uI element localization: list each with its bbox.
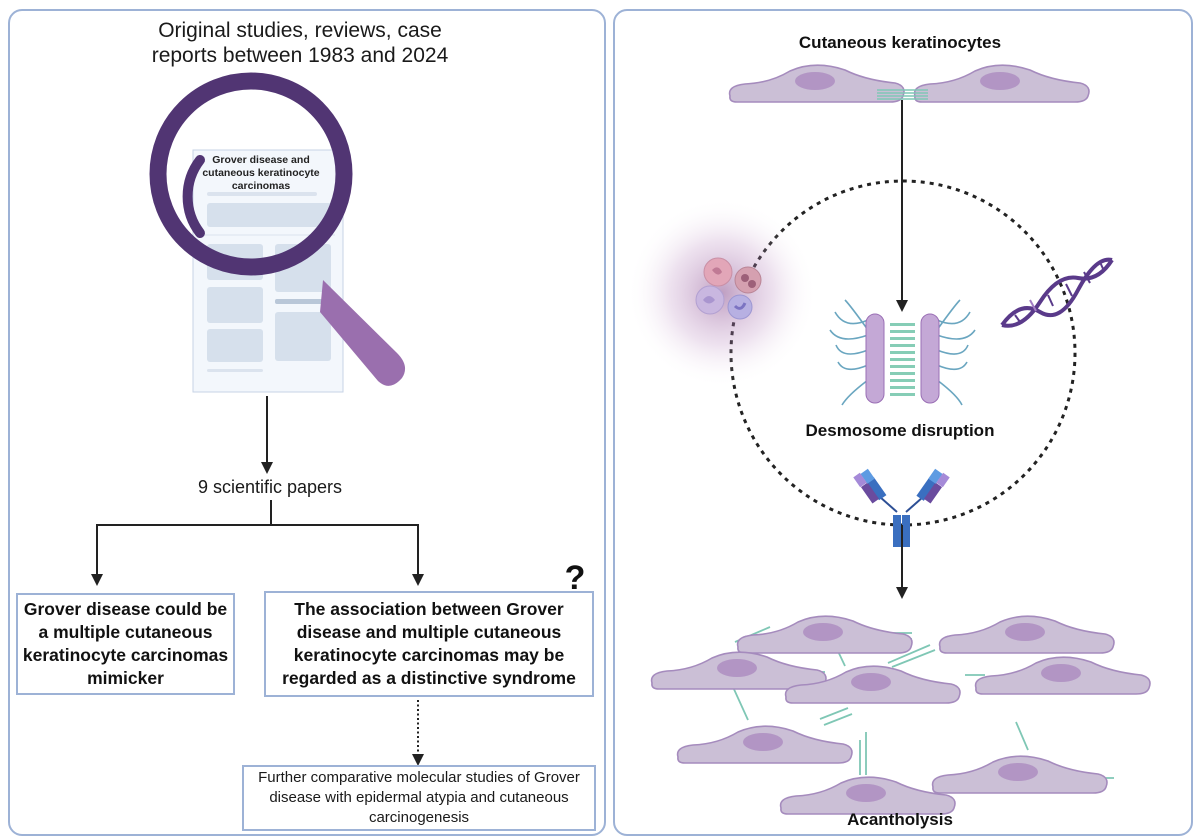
magnifier-glint — [182, 155, 205, 238]
keratinocytes-label: Cutaneous keratinocytes — [798, 33, 1002, 52]
acantholytic-cell — [779, 776, 956, 815]
outcome-mimicker-text: Grover disease could be a multiple cutan… — [22, 599, 229, 688]
acantholytic-cell — [650, 651, 827, 690]
papers-count-label: 9 scientific papers — [197, 477, 343, 497]
literature-header: Original studies, reviews, case reports … — [40, 18, 560, 68]
dna-icon — [1000, 257, 1114, 328]
magnifier-ring — [149, 72, 353, 276]
outcome-mimicker-box: Grover disease could be a multiple cutan… — [16, 593, 235, 695]
outcome-syndrome-box: The association between Grover disease a… — [264, 591, 594, 697]
left-panel — [8, 9, 606, 836]
acantholytic-cell — [938, 615, 1115, 654]
document-title-line-1: Grover disease and — [212, 154, 310, 166]
acantholytic-cell — [736, 615, 913, 654]
magnifier-icon — [149, 72, 406, 386]
desmosome-icon — [829, 299, 976, 406]
further-studies-box: Further comparative molecular studies of… — [242, 765, 596, 831]
arrow-to-syndrome — [271, 524, 424, 586]
desmosome-disruption-label: Desmosome disruption — [805, 421, 995, 440]
literature-header-line-1: Original studies, reviews, case — [158, 19, 442, 42]
antibody-icon — [853, 468, 950, 547]
keratinocyte-cell — [913, 64, 1090, 103]
acantholytic-cell — [676, 725, 853, 764]
literature-header-line-2: reports between 1983 and 2024 — [151, 44, 449, 67]
desmosome-cadherins — [890, 323, 915, 396]
question-mark-icon: ? — [564, 559, 586, 597]
inflammatory-cells-icon — [627, 198, 817, 388]
keratinocyte-pair — [728, 64, 1090, 103]
further-studies-text: Further comparative molecular studies of… — [258, 769, 580, 826]
acantholytic-cell — [931, 755, 1108, 794]
document-title-line-3: carcinomas — [231, 180, 291, 192]
acantholysis-cells — [650, 615, 1151, 815]
arrow-to-mimicker — [91, 500, 272, 586]
document-title: Grover disease and cutaneous keratinocyt… — [190, 154, 332, 193]
document-title-line-2: cutaneous keratinocyte — [202, 167, 320, 179]
acantholytic-cell — [974, 656, 1151, 695]
acantholysis-label: Acantholysis — [847, 810, 953, 829]
paper-document — [192, 149, 344, 393]
desmosome-junction-lines — [877, 89, 928, 100]
outcome-syndrome-text: The association between Grover disease a… — [282, 599, 576, 688]
magnifier-handle — [320, 280, 406, 386]
